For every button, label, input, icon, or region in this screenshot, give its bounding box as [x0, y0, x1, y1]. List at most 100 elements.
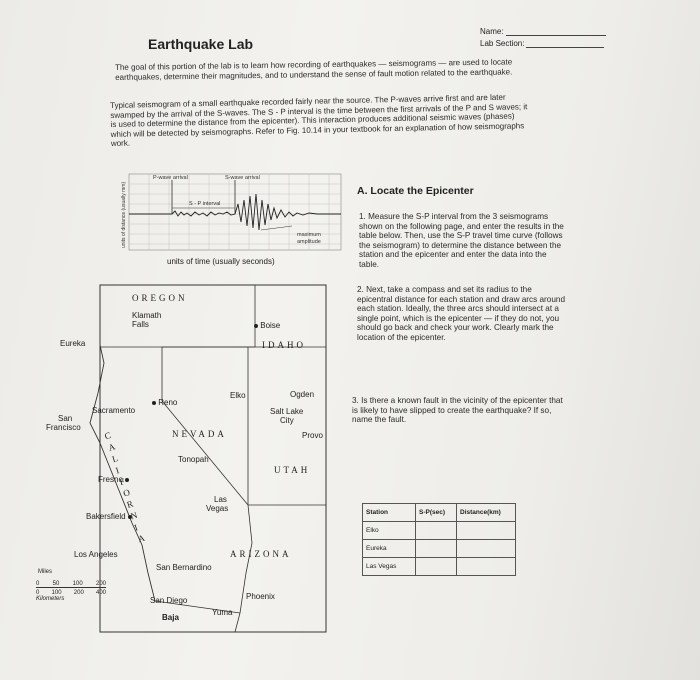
city-sacramento: Sacramento [92, 406, 135, 415]
name-line [505, 27, 606, 36]
name-label: Name: [480, 27, 504, 36]
city-salt-lake: Salt Lake City [270, 407, 303, 425]
city-las-vegas-line1: Las [214, 495, 227, 504]
s-wave-label: S-wave arrival [225, 175, 260, 181]
table-row: Eureka [362, 539, 516, 558]
city-ogden-label: Ogden [290, 390, 315, 399]
section-a-step-1: 1. Measure the S-P interval from the 3 s… [359, 212, 564, 269]
sp-interval-label: S - P interval [189, 201, 220, 207]
lab-section-line [526, 39, 605, 48]
intro-paragraph-1: The goal of this portion of the lab is t… [115, 57, 513, 82]
city-dot [152, 401, 156, 405]
city-phoenix-label: Phoenix [246, 592, 275, 601]
city-ogden: Ogden [290, 390, 314, 399]
city-san-bernardino-label: San Bernardino [156, 563, 212, 572]
scale-mile-tick: 0 [36, 581, 40, 587]
city-san-francisco: San Francisco [46, 414, 81, 432]
city-bakersfield: Bakersfield [86, 512, 132, 521]
p-wave-label: P-wave arrival [153, 175, 188, 181]
city-las-vegas-line2: Vegas [206, 504, 229, 513]
epicenter-table: Station S-P(sec) Distance(km) Elko Eurek… [362, 503, 516, 576]
city-yuma: Yuma [212, 608, 232, 617]
city-los-angeles-label: Los Angeles [74, 550, 118, 559]
city-dot [127, 515, 132, 519]
table-cell-station: Eureka [362, 539, 416, 558]
city-eureka: Eureka [60, 339, 85, 348]
scale-miles-ticks: 0 50 100 200 [36, 581, 106, 587]
state-idaho: IDAHO [262, 340, 306, 350]
seismogram-figure: P-wave arrival S-wave arrival S - P inte… [117, 170, 349, 270]
city-las-vegas: Las Vegas [206, 495, 228, 513]
section-a-step-3: 3. Is there a known fault in the vicinit… [352, 396, 563, 425]
city-klamath-falls: Klamath Falls [132, 311, 161, 329]
state-utah: UTAH [274, 465, 311, 475]
table-cell-sp[interactable] [415, 539, 457, 558]
table-cell-distance[interactable] [456, 521, 516, 540]
city-eureka-label: Eureka [60, 339, 86, 348]
scale-line [36, 587, 106, 590]
max-amplitude-label-2: amplitude [297, 239, 321, 245]
table-cell-station: Elko [362, 521, 416, 540]
scale-mile-tick: 50 [52, 581, 60, 587]
table-cell-sp[interactable] [415, 521, 457, 540]
table-cell-sp[interactable] [415, 557, 457, 576]
city-sf-line2: Francisco [46, 423, 81, 432]
city-san-diego-label: San Diego [150, 596, 188, 605]
city-dot [254, 324, 258, 328]
table-header-row: Station S-P(sec) Distance(km) [362, 503, 516, 522]
name-field: Name: [480, 27, 606, 36]
scale-miles-label: Miles [38, 569, 53, 575]
city-boise: Boise [254, 321, 280, 330]
intro-paragraph-2: Typical seismogram of a small earthquake… [110, 92, 528, 148]
scale-km-tick: 200 [73, 590, 84, 596]
table-cell-distance[interactable] [456, 539, 516, 558]
city-salt-lake-line1: Salt Lake [270, 407, 304, 416]
city-elko-label: Elko [230, 391, 246, 400]
scale-mile-tick: 200 [95, 581, 106, 587]
scale-km-ticks: 0 100 200 400 [36, 590, 106, 596]
seismogram-y-label: units of distance (usually mm) [121, 182, 127, 248]
city-provo-label: Provo [302, 431, 323, 440]
city-sf-line1: San [58, 414, 73, 423]
section-a-step-2: 2. Next, take a compass and set its radi… [357, 285, 565, 342]
city-dot [125, 478, 130, 482]
city-elko: Elko [230, 391, 246, 400]
city-provo: Provo [302, 431, 323, 440]
table-header-distance: Distance(km) [456, 503, 516, 522]
scale-km-tick: 100 [51, 590, 62, 596]
city-tonopah-label: Tonopah [178, 455, 209, 464]
city-san-bernardino: San Bernardino [156, 563, 212, 572]
scale-km-label: Kilometers [36, 596, 65, 602]
city-reno-label: Reno [158, 398, 178, 407]
max-amplitude-label-1: maximum [297, 232, 321, 238]
table-header-sp: S-P(sec) [415, 503, 457, 522]
scale-km-tick: 400 [95, 590, 106, 596]
city-phoenix: Phoenix [246, 592, 275, 601]
section-a-title: A. Locate the Epicenter [357, 185, 474, 197]
scale-bar: 0 50 100 200 0 100 200 400 Kilometers [36, 581, 106, 602]
table-row: Las Vegas [362, 557, 516, 576]
city-yuma-label: Yuma [212, 608, 233, 617]
scale-mile-tick: 100 [72, 581, 83, 587]
lab-section-field: Lab Section: [480, 39, 605, 48]
map-borders [89, 284, 327, 633]
table-cell-station: Las Vegas [362, 557, 416, 576]
region-baja-label: Baja [162, 613, 179, 622]
state-oregon: OREGON [132, 293, 188, 303]
city-klamath-line1: Klamath [132, 311, 162, 320]
city-reno: Reno [152, 398, 177, 407]
city-salt-lake-line2: City [280, 416, 294, 425]
state-nevada: NEVADA [172, 429, 227, 439]
seismogram-x-label: units of time (usually seconds) [167, 257, 275, 266]
city-sacramento-label: Sacramento [92, 406, 136, 415]
table-cell-distance[interactable] [456, 557, 516, 576]
city-klamath-line2: Falls [132, 320, 149, 329]
state-arizona: ARIZONA [230, 549, 292, 559]
city-fresno-label: Fresno [98, 475, 123, 484]
region-baja: Baja [162, 613, 179, 622]
city-fresno: Fresno [98, 475, 130, 484]
city-boise-label: Boise [260, 321, 281, 330]
scale-km-tick: 0 [36, 590, 40, 596]
city-bakersfield-label: Bakersfield [86, 512, 126, 521]
